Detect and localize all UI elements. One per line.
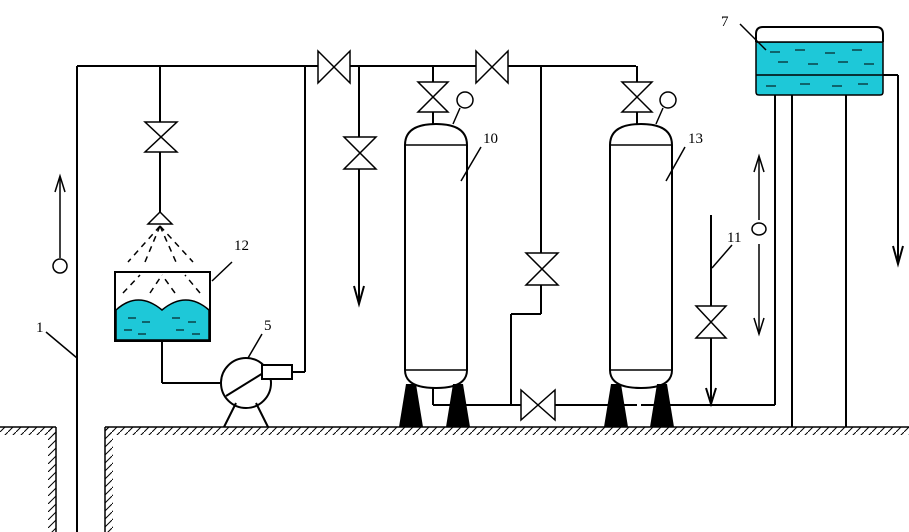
leader-1 — [45, 331, 78, 359]
label-5: 5 — [264, 318, 272, 334]
ground — [0, 426, 909, 532]
filter-column-10 — [399, 66, 482, 427]
label-11: 11 — [727, 230, 741, 246]
inter-column-pipework — [432, 66, 637, 422]
supply-outlet — [883, 74, 904, 268]
flow-arrow-up-left — [52, 173, 68, 274]
pump — [161, 66, 306, 428]
outlet-pipe — [641, 92, 776, 406]
label-13: 13 — [688, 131, 703, 147]
branch-11 — [694, 215, 733, 408]
label-10: 10 — [483, 131, 498, 147]
aeration-tank — [114, 261, 233, 342]
drain-branch — [342, 66, 378, 308]
well-pipe — [76, 65, 305, 532]
label-1: 1 — [36, 320, 44, 336]
spray-branch — [127, 66, 194, 263]
label-12: 12 — [234, 238, 249, 254]
filter-column-13 — [604, 66, 686, 427]
header-pipe — [305, 49, 636, 85]
label-7: 7 — [721, 14, 729, 30]
flow-arrow-bidirectional — [751, 153, 767, 337]
storage-tank — [739, 23, 884, 427]
